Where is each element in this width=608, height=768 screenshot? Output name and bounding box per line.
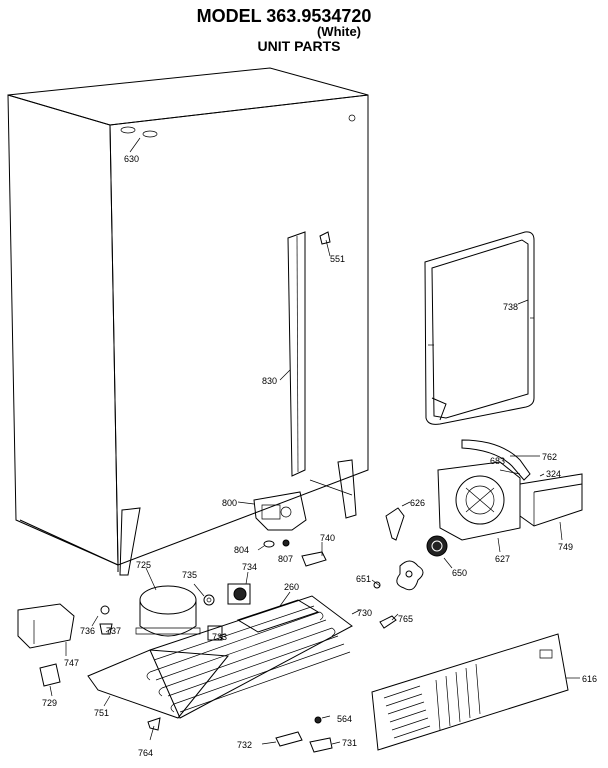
evaporator-fan-housing (438, 462, 520, 540)
label-736: 736 (80, 626, 95, 636)
bracket-747-icon (18, 604, 74, 648)
label-738: 738 (503, 302, 518, 312)
label-800: 800 (222, 498, 237, 508)
control-box (520, 474, 582, 526)
label-737: 737 (106, 626, 121, 636)
part-736-icon (101, 606, 109, 614)
label-630: 630 (124, 154, 139, 164)
label-729: 729 (42, 698, 57, 708)
leader-lines (50, 138, 580, 744)
label-731: 731 (342, 738, 357, 748)
label-725: 725 (136, 560, 151, 570)
part-651-icon (374, 582, 380, 588)
part-626-icon (386, 508, 404, 540)
label-751: 751 (94, 708, 109, 718)
part-764-icon (148, 718, 160, 730)
damper-assembly (254, 492, 306, 530)
label-616: 616 (582, 674, 597, 684)
compressor-icon (136, 586, 200, 636)
door-gasket-frame (425, 232, 534, 425)
relay-icon (228, 584, 250, 604)
label-732: 732 (237, 740, 252, 750)
label-830: 830 (262, 376, 277, 386)
label-683: 683 (490, 456, 505, 466)
part-735-icon (204, 595, 214, 605)
label-564: 564 (337, 714, 352, 724)
part-729-icon (40, 664, 60, 686)
label-651: 651 (356, 574, 371, 584)
fan-motor-icon (427, 536, 447, 556)
part-labels: 630 551 738 830 762 683 324 800 626 740 … (42, 154, 597, 758)
label-764: 764 (138, 748, 153, 758)
part-740-icon (302, 552, 326, 566)
label-765: 765 (398, 614, 413, 624)
part-260-icon (238, 600, 318, 632)
part-732-icon (276, 732, 302, 746)
label-735: 735 (182, 570, 197, 580)
rear-cover-icon (372, 634, 568, 750)
model-title: MODEL 363.9534720 (196, 6, 372, 26)
label-260: 260 (284, 582, 299, 592)
divider-strip (288, 232, 330, 476)
part-804-icon (264, 541, 274, 547)
section-title: UNIT PARTS (257, 38, 341, 54)
drain-tube (462, 440, 530, 480)
label-807: 807 (278, 554, 293, 564)
part-737-icon (100, 624, 112, 634)
label-324: 324 (546, 469, 561, 479)
label-747: 747 (64, 658, 79, 668)
label-734: 734 (242, 562, 257, 572)
label-762: 762 (542, 452, 557, 462)
cabinet-outline (8, 68, 368, 575)
part-733-icon (208, 626, 222, 640)
model-variant: (White) (316, 24, 362, 39)
label-626: 626 (410, 498, 425, 508)
label-733: 733 (212, 632, 227, 642)
label-804: 804 (234, 545, 249, 555)
label-749: 749 (558, 542, 573, 552)
part-765-icon (380, 616, 396, 628)
label-730: 730 (357, 608, 372, 618)
label-551: 551 (330, 254, 345, 264)
label-627: 627 (495, 554, 510, 564)
part-731-icon (310, 738, 332, 752)
part-564-icon (315, 717, 321, 723)
condenser-base-pan (88, 596, 352, 718)
label-740: 740 (320, 533, 335, 543)
part-807-icon (283, 540, 289, 546)
label-650: 650 (452, 568, 467, 578)
fan-blade-icon (397, 561, 423, 590)
